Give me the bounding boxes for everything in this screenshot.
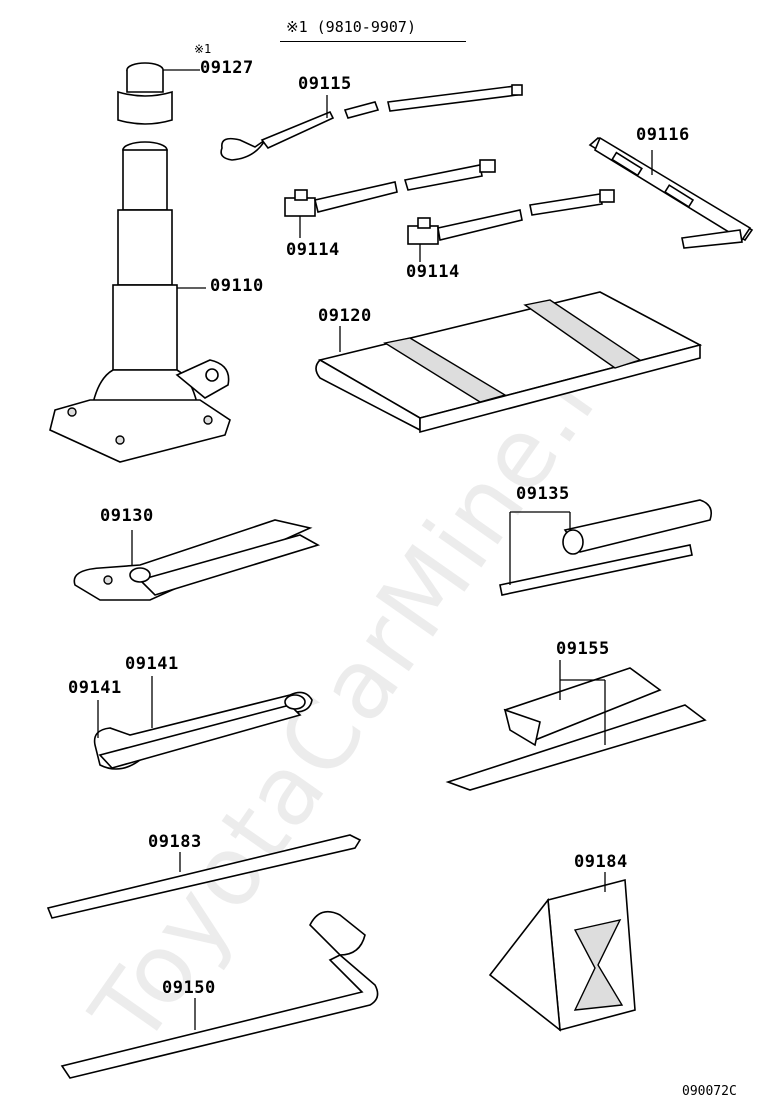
label-09114-b: 09114	[406, 262, 460, 282]
label-09155: 09155	[556, 639, 610, 659]
label-09135: 09135	[516, 484, 570, 504]
handle-09115[interactable]	[220, 84, 523, 161]
pliers-09130[interactable]	[73, 519, 321, 601]
label-09110: 09110	[210, 276, 264, 296]
jack-cap-09127[interactable]	[117, 62, 200, 125]
note-marker: ※1	[194, 42, 212, 56]
screwdriver-09135[interactable]	[499, 499, 713, 596]
handle-09116[interactable]	[588, 136, 754, 249]
extension-bar-09114-a[interactable]	[284, 159, 496, 238]
wrench-09141[interactable]	[93, 676, 313, 770]
label-09130: 09130	[100, 506, 154, 526]
jack-09110[interactable]	[49, 141, 231, 463]
label-09184: 09184	[574, 852, 628, 872]
label-09141-a: 09141	[125, 654, 179, 674]
jack-handle-09183[interactable]	[46, 834, 362, 919]
label-09115: 09115	[298, 74, 352, 94]
header-note: ※1 (9810-9907)	[286, 18, 416, 36]
header-underline	[280, 41, 466, 42]
wheel-nut-wrench-09155[interactable]	[445, 660, 707, 791]
label-09141-b: 09141	[68, 678, 122, 698]
label-09183: 09183	[148, 832, 202, 852]
label-09116: 09116	[636, 125, 690, 145]
label-09127: 09127	[200, 58, 254, 78]
tool-bag-09120[interactable]	[315, 291, 703, 434]
label-09114-a: 09114	[286, 240, 340, 260]
lug-wrench-09150[interactable]	[60, 910, 379, 1079]
wheel-chock-09184[interactable]	[488, 872, 636, 1032]
diagram-code: 090072C	[682, 1084, 737, 1099]
extension-bar-09114-b[interactable]	[407, 189, 615, 262]
label-09150: 09150	[162, 978, 216, 998]
label-09120: 09120	[318, 306, 372, 326]
